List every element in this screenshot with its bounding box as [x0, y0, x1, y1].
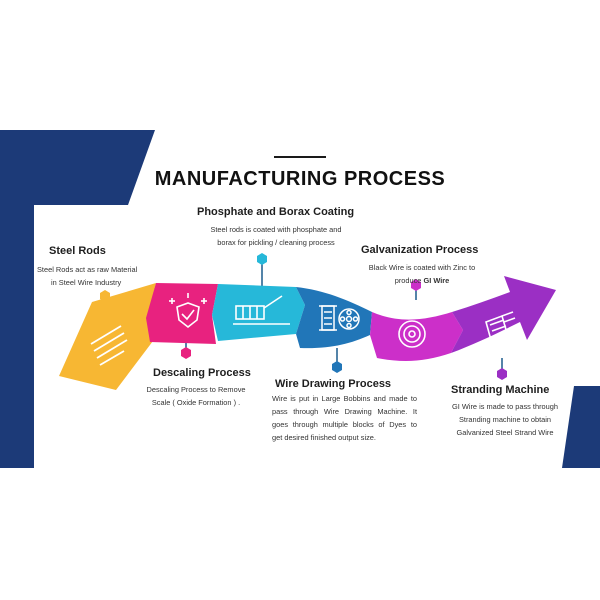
step-desc-stranding: GI Wire is made to pass through Strandin… — [437, 400, 573, 439]
hex-marker-5 — [411, 279, 421, 291]
document-icon — [90, 325, 128, 366]
step-title-stranding: Stranding Machine — [451, 384, 550, 396]
desc-line: borax for pickling / cleaning process — [217, 238, 335, 247]
step-desc-descaling: Descaling Process to Remove Scale ( Oxid… — [131, 383, 261, 409]
step-desc-phosphate-borax: Steel rods is coated with phosphate and … — [194, 223, 358, 249]
segment-steel-rods — [59, 283, 156, 390]
desc-line: in Steel Wire Industry — [51, 278, 122, 287]
segment-descaling — [146, 283, 218, 344]
step-title-wire-drawing: Wire Drawing Process — [275, 378, 392, 390]
page-title: MANUFACTURING PROCESS — [154, 168, 446, 190]
hex-marker-3 — [257, 253, 267, 265]
segment-stranding-arrow — [451, 276, 556, 353]
right-navy-panel — [562, 386, 600, 468]
process-wave — [59, 276, 556, 390]
desc-line: Descaling Process to Remove — [146, 385, 246, 394]
hex-marker-4 — [332, 361, 342, 373]
step-title-steel-rods: Steel Rods — [49, 245, 106, 257]
desc-line: pass through Wire Drawing Machine. It — [272, 407, 417, 416]
step-desc-galvanization: Black Wire is coated with Zinc to produc… — [347, 261, 497, 287]
wire-coil-icon — [398, 320, 426, 348]
desc-line: Steel rods is coated with phosphate and — [210, 225, 342, 234]
desc-line: Steel Rods act as raw Material — [37, 265, 138, 274]
bobbin-icon — [319, 305, 360, 331]
desc-line: get desired finished output size. — [272, 433, 376, 442]
desc-line: Galvanized Steel Strand Wire — [456, 428, 554, 437]
step-desc-wire-drawing: Wire is put in Large Bobbins and made to… — [272, 392, 417, 444]
step-title-phosphate-borax: Phosphate and Borax Coating — [197, 206, 355, 218]
step-title-descaling: Descaling Process — [153, 367, 251, 379]
desc-line: GI Wire is made to pass through — [452, 402, 558, 411]
desc-line: produce GI Wire — [347, 274, 497, 287]
hex-marker-2 — [181, 347, 191, 359]
desc-line-prefix: produce — [394, 276, 424, 285]
title-divider — [274, 156, 326, 158]
hex-marker-6 — [497, 368, 507, 380]
desc-line: Scale ( Oxide Formation ) . — [151, 398, 241, 407]
desc-line: Stranding machine to obtain — [458, 415, 552, 424]
step-title-galvanization: Galvanization Process — [361, 244, 479, 256]
step-desc-steel-rods: Steel Rods act as raw Material in Steel … — [37, 263, 187, 289]
desc-line: goes through multiple blocks of Dyes to — [272, 420, 417, 429]
sparkle-shield-icon — [169, 293, 207, 329]
desc-line: Black Wire is coated with Zinc to — [368, 263, 476, 272]
left-navy-panel — [0, 130, 155, 468]
strand-wire-icon — [485, 311, 516, 342]
segment-phosphate — [212, 284, 305, 341]
segment-galvanization — [370, 312, 463, 361]
coating-brush-icon — [233, 295, 290, 325]
desc-line: Wire is put in Large Bobbins and made to — [272, 394, 417, 403]
gi-wire-highlight: GI Wire — [423, 276, 450, 285]
